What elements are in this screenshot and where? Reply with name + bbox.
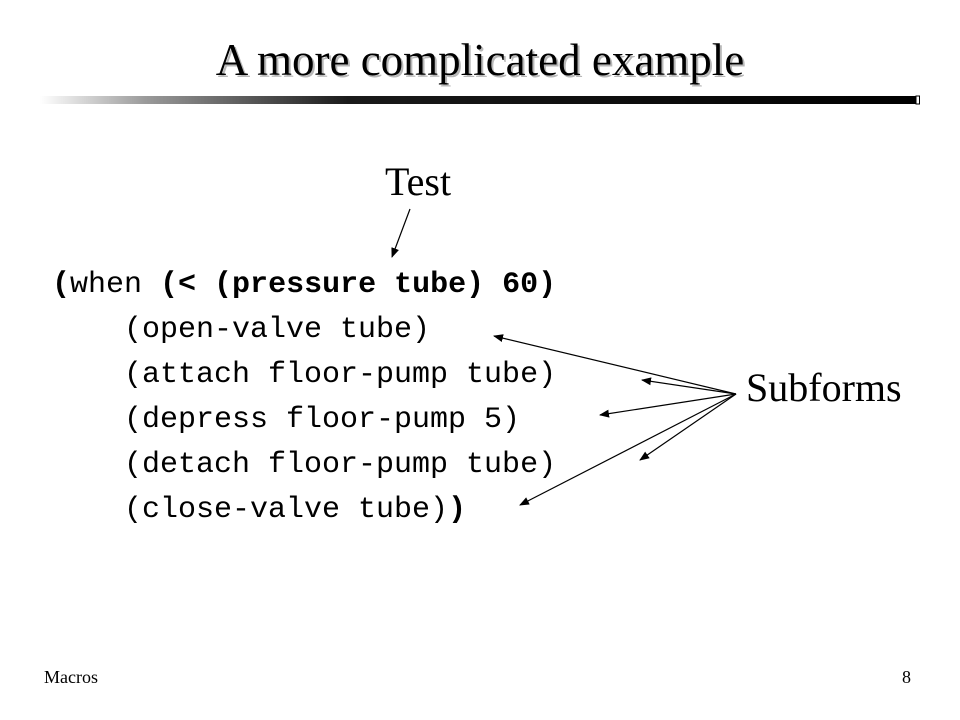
close-valve-text: (close-valve tube) [124,493,449,527]
test-expression: (< (pressure tube) 60) [160,268,557,302]
subforms-arrow-depress [599,393,737,418]
code-line-attach: (attach floor-pump tube) [124,358,557,392]
subforms-arrow-detach [639,393,737,461]
code-line-when: (when (< (pressure tube) 60) [52,270,556,300]
code-line-close-valve: (close-valve tube)) [124,495,466,525]
title-underline [40,95,920,105]
code-line-detach: (detach floor-pump tube) [124,448,557,482]
footer-section: Macros [44,667,98,687]
when-close-paren: ) [448,493,467,527]
footer-page-number: 8 [902,667,911,687]
slide-title: A more complicated example [215,35,745,85]
when-open-paren: ( [52,268,71,302]
when-keyword: when [70,268,143,302]
subforms-arrow-attach [641,377,737,395]
code-line-depress: (depress floor-pump 5) [124,403,521,437]
test-label: Test [385,159,452,204]
subforms-label: Subforms [746,365,902,410]
code-line-open-valve: (open-valve tube) [124,313,431,347]
test-arrow [391,208,411,258]
